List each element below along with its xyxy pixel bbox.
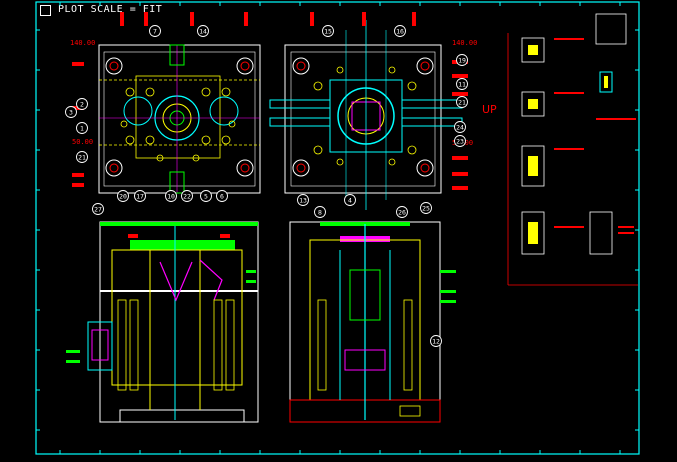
balloon-number: 21 [78,154,86,162]
balloon-number: 27 [94,206,102,214]
balloon-callout [200,190,212,202]
balloon-callout [134,190,146,202]
balloon-number: 26 [398,209,406,217]
balloon-number: 5 [204,193,208,201]
balloon-callout [297,194,309,206]
balloon-number: 15 [324,28,332,36]
balloon-number: 17 [136,193,144,201]
balloon-callout [456,78,468,90]
balloon-number: 2 [80,101,84,109]
balloon-number: 25 [422,205,430,213]
balloon-number: 19 [458,57,466,65]
plot-scale-label: PLOT SCALE = FIT [58,4,163,15]
balloon-callout [76,151,88,163]
balloon-number: 13 [299,197,307,205]
balloon-callout [76,98,88,110]
balloon-number: 10 [167,193,175,201]
balloon-callout [454,135,466,147]
balloon-callout [216,190,228,202]
mould-plate-outline [284,44,442,194]
balloon-callout [117,190,129,202]
balloon-callout [314,206,326,218]
balloon-number: 8 [318,209,322,217]
balloon-number: 4 [348,197,352,205]
balloon-number: 23 [456,138,464,146]
balloon-group: 15 16 19 11 21 24 23 13 4 [297,25,468,206]
balloon-callout [149,25,161,37]
balloon-group: 8 26 25 12 [314,202,442,347]
balloon-callout [322,25,334,37]
balloon-callout [420,202,432,214]
balloon-callout [92,203,104,215]
dimension-text: 50.00 [72,138,93,146]
balloon-callout [396,206,408,218]
balloon-callout [181,190,193,202]
ucs-icon [40,5,51,16]
balloon-number: 3 [69,109,73,117]
detail-views-panel[interactable] [507,13,638,286]
balloon-number: 7 [153,28,157,36]
balloon-callout [454,121,466,133]
balloon-number: 20 [119,193,127,201]
balloon-number: 21 [458,99,466,107]
balloon-number: 6 [220,193,224,201]
up-direction-label: UP [482,103,497,116]
balloon-callout [76,122,88,134]
balloon-number: 22 [183,193,191,201]
border-tick-marks [36,2,639,454]
balloon-callout [197,25,209,37]
balloon-number: 1 [80,125,84,133]
bottom-right-section-view[interactable]: 8 26 25 12 [289,202,456,423]
balloon-callout [394,25,406,37]
drawing-border [35,1,640,455]
balloon-callout [344,194,356,206]
balloon-number: 11 [458,81,466,89]
balloon-callout [165,190,177,202]
balloon-group: 27 [92,203,104,215]
balloon-number: 16 [396,28,404,36]
dimension-text: 140.00 [452,39,477,47]
balloon-number: 12 [432,338,440,346]
balloon-callout [456,96,468,108]
balloon-callout [456,54,468,66]
balloon-number: 14 [199,28,207,36]
balloon-callout [430,335,442,347]
balloon-callout [65,106,77,118]
balloon-number: 24 [456,124,464,132]
bottom-left-section-view[interactable]: 27 [66,203,259,423]
dimension-text: 140.00 [70,39,95,47]
